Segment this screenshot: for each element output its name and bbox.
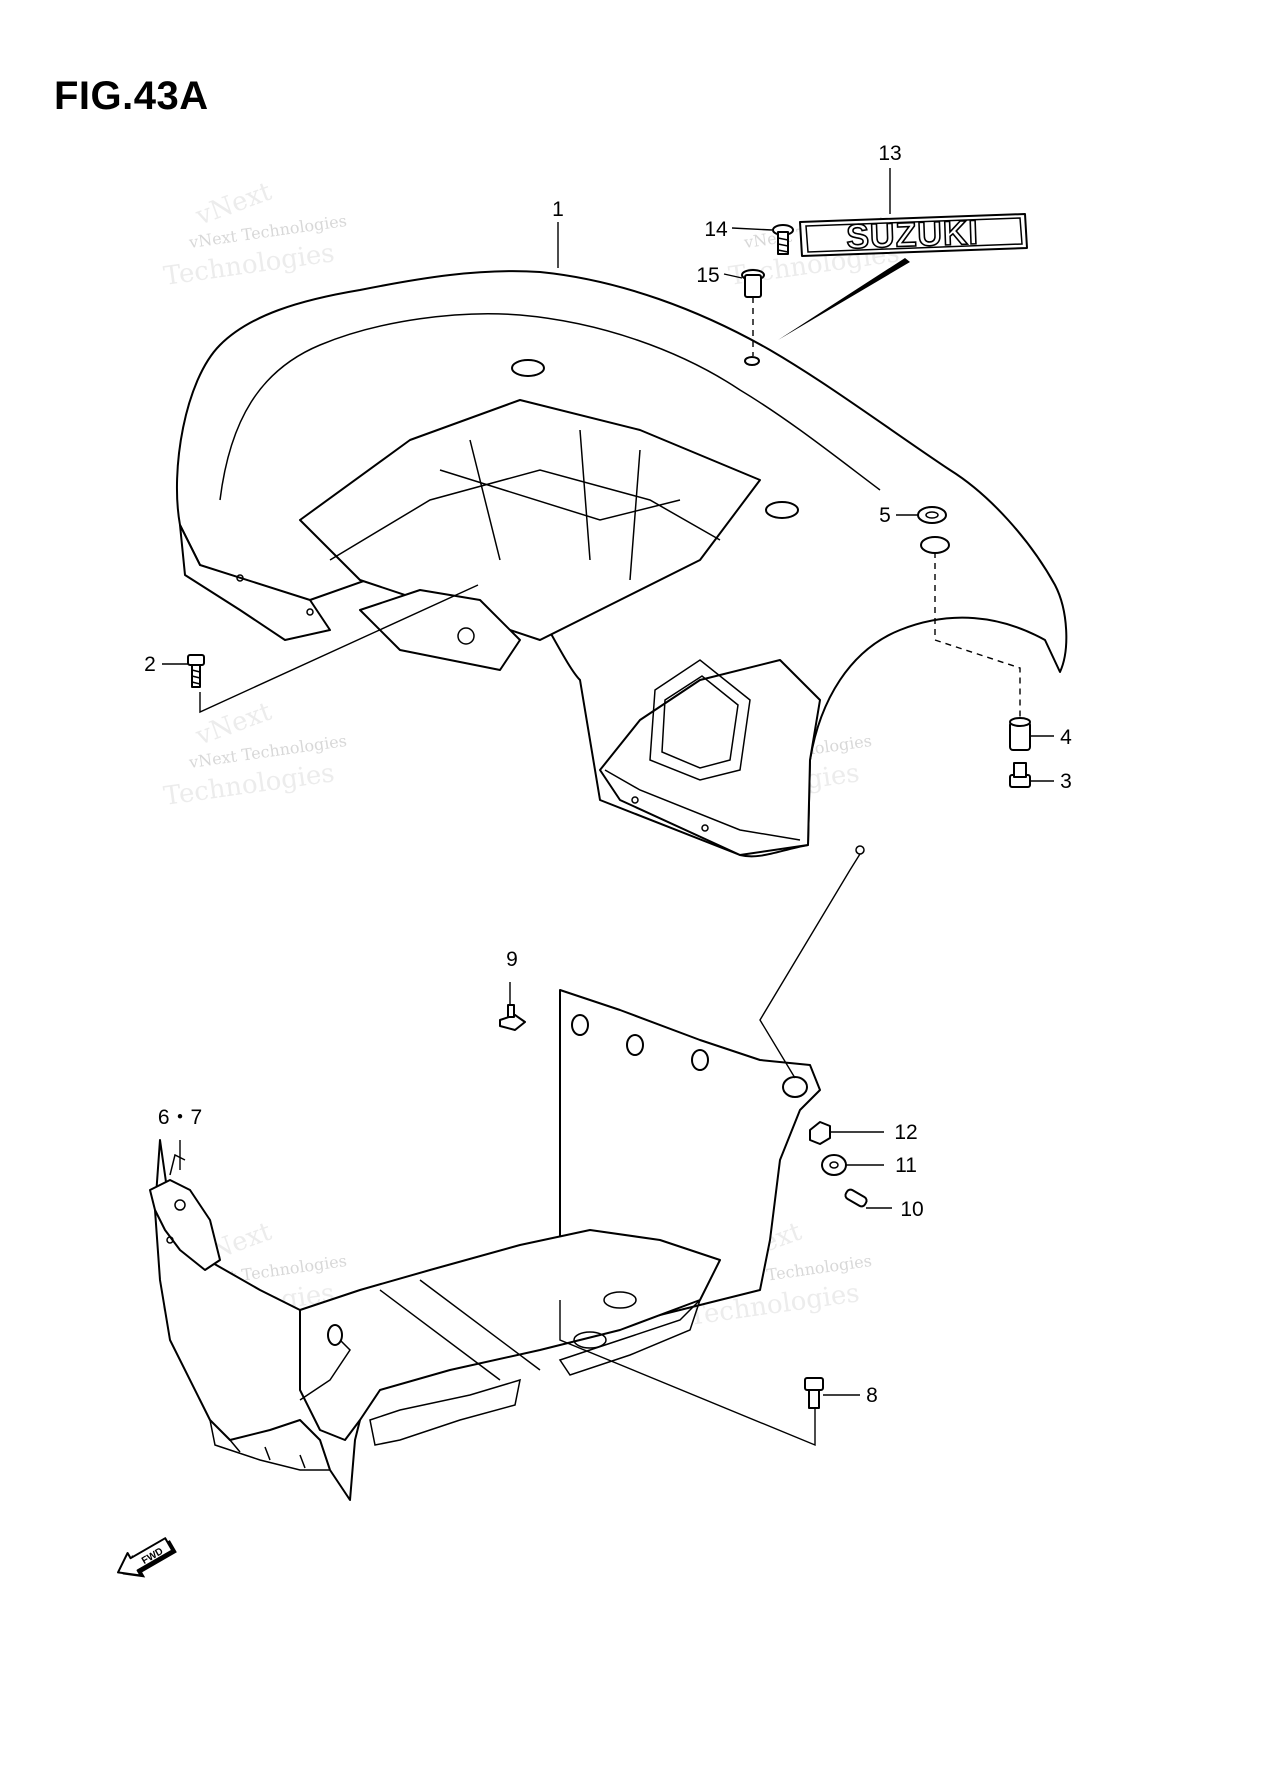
grommet-body xyxy=(917,506,947,524)
callout-15: 15 xyxy=(696,264,719,287)
callout-6-7: 6・7 xyxy=(158,1106,202,1129)
wall-hole xyxy=(691,1049,709,1071)
bolt-thread xyxy=(191,669,201,685)
leader-15 xyxy=(723,273,743,279)
footrest-assembly xyxy=(149,989,821,1501)
spacer-body xyxy=(744,274,762,298)
tread-dots xyxy=(369,1299,701,1446)
fastener-bolt-8 xyxy=(804,1377,824,1409)
cargo-well-divider xyxy=(469,429,641,581)
callout-3: 3 xyxy=(1060,770,1072,793)
tread-patch xyxy=(558,1299,701,1376)
emblem-13: SUZUKI xyxy=(799,213,1028,257)
watermark-text-large: Technologies xyxy=(162,238,337,292)
callout-1: 1 xyxy=(552,198,564,221)
washer-hole xyxy=(829,1161,839,1169)
bolt-shank xyxy=(1013,762,1027,778)
callout-5: 5 xyxy=(879,504,891,527)
callout-4: 4 xyxy=(1060,726,1072,749)
tread-patch xyxy=(369,1378,521,1446)
spacer-15 xyxy=(741,269,765,298)
bracket-hole xyxy=(457,627,475,645)
flap-hole xyxy=(174,1199,186,1211)
skirt-ribs xyxy=(229,1439,306,1469)
cargo-well-rib xyxy=(329,469,721,561)
clip-9 xyxy=(499,1004,526,1031)
watermark-text-large: Technologies xyxy=(162,758,337,812)
bolt-shank xyxy=(808,1389,820,1409)
screw-10 xyxy=(844,1188,868,1208)
mud-flap-tab xyxy=(169,1153,186,1176)
fastener-bolt-2 xyxy=(187,654,205,688)
spacer-4 xyxy=(1009,717,1031,751)
assembly-lines xyxy=(199,297,1021,1447)
washer-11 xyxy=(821,1154,847,1176)
bracket-hole xyxy=(236,574,244,582)
grommet-seat xyxy=(920,536,950,554)
nut-body xyxy=(809,1121,831,1145)
clip-stem xyxy=(507,1004,515,1018)
leader-lines xyxy=(162,168,1054,1396)
wall-hole xyxy=(571,1014,589,1036)
footboard xyxy=(299,1229,721,1441)
floor-recess xyxy=(573,1331,607,1349)
footboard-rail xyxy=(379,1279,541,1381)
wall-hole xyxy=(626,1034,644,1056)
screw-thread xyxy=(777,237,789,253)
screw-shank xyxy=(777,231,789,255)
bolt-head xyxy=(804,1377,824,1391)
floor-recess xyxy=(603,1291,637,1309)
flap-hole xyxy=(166,1236,174,1244)
assembly-line-footrest xyxy=(759,853,861,1079)
cargo-well-ledge xyxy=(439,469,681,521)
forward-direction-marker: FWD xyxy=(117,1537,177,1578)
callout-13: 13 xyxy=(878,142,901,165)
emblem-text: SUZUKI xyxy=(846,214,980,257)
bracket-hole xyxy=(631,796,639,804)
fwd-arrow-icon xyxy=(117,1537,174,1577)
assembly-line-bolt-8 xyxy=(559,1300,816,1447)
right-wheel-arch xyxy=(599,659,821,856)
assembly-line-spacer xyxy=(934,552,1021,720)
rear-fender xyxy=(175,270,1068,858)
callout-14: 14 xyxy=(704,218,728,241)
screw-14 xyxy=(772,224,794,255)
leader-14 xyxy=(731,227,773,231)
figure-title: FIG.43A xyxy=(54,74,209,118)
arch-lip-line xyxy=(604,769,801,841)
callout-labels: 1 2 3 4 5 6・7 8 9 10 11 12 13 14 15 xyxy=(144,142,1072,1407)
washer-body xyxy=(821,1154,847,1176)
callout-9: 9 xyxy=(506,948,518,971)
nut-12 xyxy=(809,1121,831,1145)
assembly-line-bolt-2 xyxy=(199,584,479,714)
fender-hole xyxy=(855,845,865,855)
wall-hole xyxy=(327,1324,343,1346)
grommet-top-left xyxy=(511,359,545,377)
emblem-border xyxy=(805,217,1023,253)
grommet-5 xyxy=(917,506,947,524)
bracket-hole xyxy=(306,608,314,616)
spacer-top xyxy=(1009,717,1031,727)
fender-rim-line xyxy=(219,313,881,501)
callout-8: 8 xyxy=(866,1384,878,1407)
emblem-mount-hole xyxy=(744,356,760,366)
fender-vent-plate xyxy=(649,659,751,781)
fender-vent-plate-inner xyxy=(661,675,739,769)
grommet-top-right xyxy=(765,501,799,519)
skirt-line xyxy=(209,1419,330,1471)
bolt-head xyxy=(187,654,205,666)
wall-hole-large xyxy=(782,1076,808,1098)
left-mount-bracket xyxy=(179,524,331,641)
callout-11: 11 xyxy=(895,1154,917,1177)
emblem-pointer xyxy=(778,258,910,340)
fastener-bolt-3 xyxy=(1009,762,1031,788)
callout-12: 12 xyxy=(894,1121,917,1144)
bracket-hole xyxy=(701,824,709,832)
callout-2: 2 xyxy=(144,653,156,676)
screw-body xyxy=(844,1188,868,1208)
grommet-hole xyxy=(925,511,939,519)
center-mount-bracket xyxy=(359,589,521,671)
callout-10: 10 xyxy=(900,1198,923,1221)
